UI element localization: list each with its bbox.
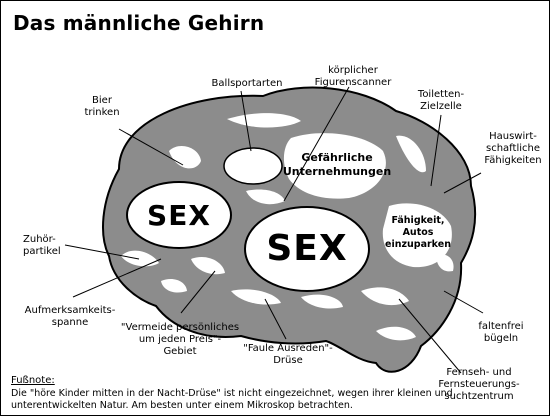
sex-small-region <box>126 181 232 249</box>
footnote-heading: Fußnote: <box>11 375 55 386</box>
region-faehigkeit-autos-einzuparken: Fähigkeit, Autos einzuparken <box>385 215 451 250</box>
label-figurenscanner: körplicher Figurenscanner <box>314 65 392 88</box>
region-sex-large: SEX <box>266 228 348 269</box>
leader-lines <box>64 86 484 374</box>
label-hauswirtschaftliche-faehigkeiten: Hauswirt- schaftliche Fähigkeiten <box>484 131 542 166</box>
page-title: Das männliche Gehirn <box>13 11 265 35</box>
einparken-region <box>382 203 452 268</box>
gefaehrlich-region <box>283 133 386 199</box>
label-bier-trinken: Bier trinken <box>84 95 120 118</box>
label-faltenfrei-buegeln: faltenfrei bügeln <box>478 321 524 344</box>
sex-large-region <box>244 206 370 292</box>
label-ballsportarten: Ballsportarten <box>211 78 283 89</box>
label-aufmerksamkeitsspanne: Aufmerksamkeits- spanne <box>24 305 116 328</box>
label-zuhoerpartikel: Zuhör- partikel <box>23 234 61 257</box>
region-gefaehrliche-unternehmungen: Gefährliche Unternehmungen <box>282 151 392 178</box>
label-faule-ausreden-druese: "Faule Ausreden"- Drüse <box>243 343 333 366</box>
label-toiletten-zielzelle: Toiletten- Zielzelle <box>417 89 465 112</box>
region-sex-small: SEX <box>147 199 211 232</box>
bier-region <box>169 146 201 169</box>
label-fernseh-suchtzentrum: Fernseh- und Fernsteuerungs- suchtzentru… <box>438 367 520 402</box>
footnote-text: Die "höre Kinder mitten in der Nacht-Drü… <box>11 388 453 411</box>
ballsport-region <box>223 147 283 185</box>
label-vermeide-persoenliches: "Vermeide persönliches um jeden Preis"- … <box>120 322 240 357</box>
